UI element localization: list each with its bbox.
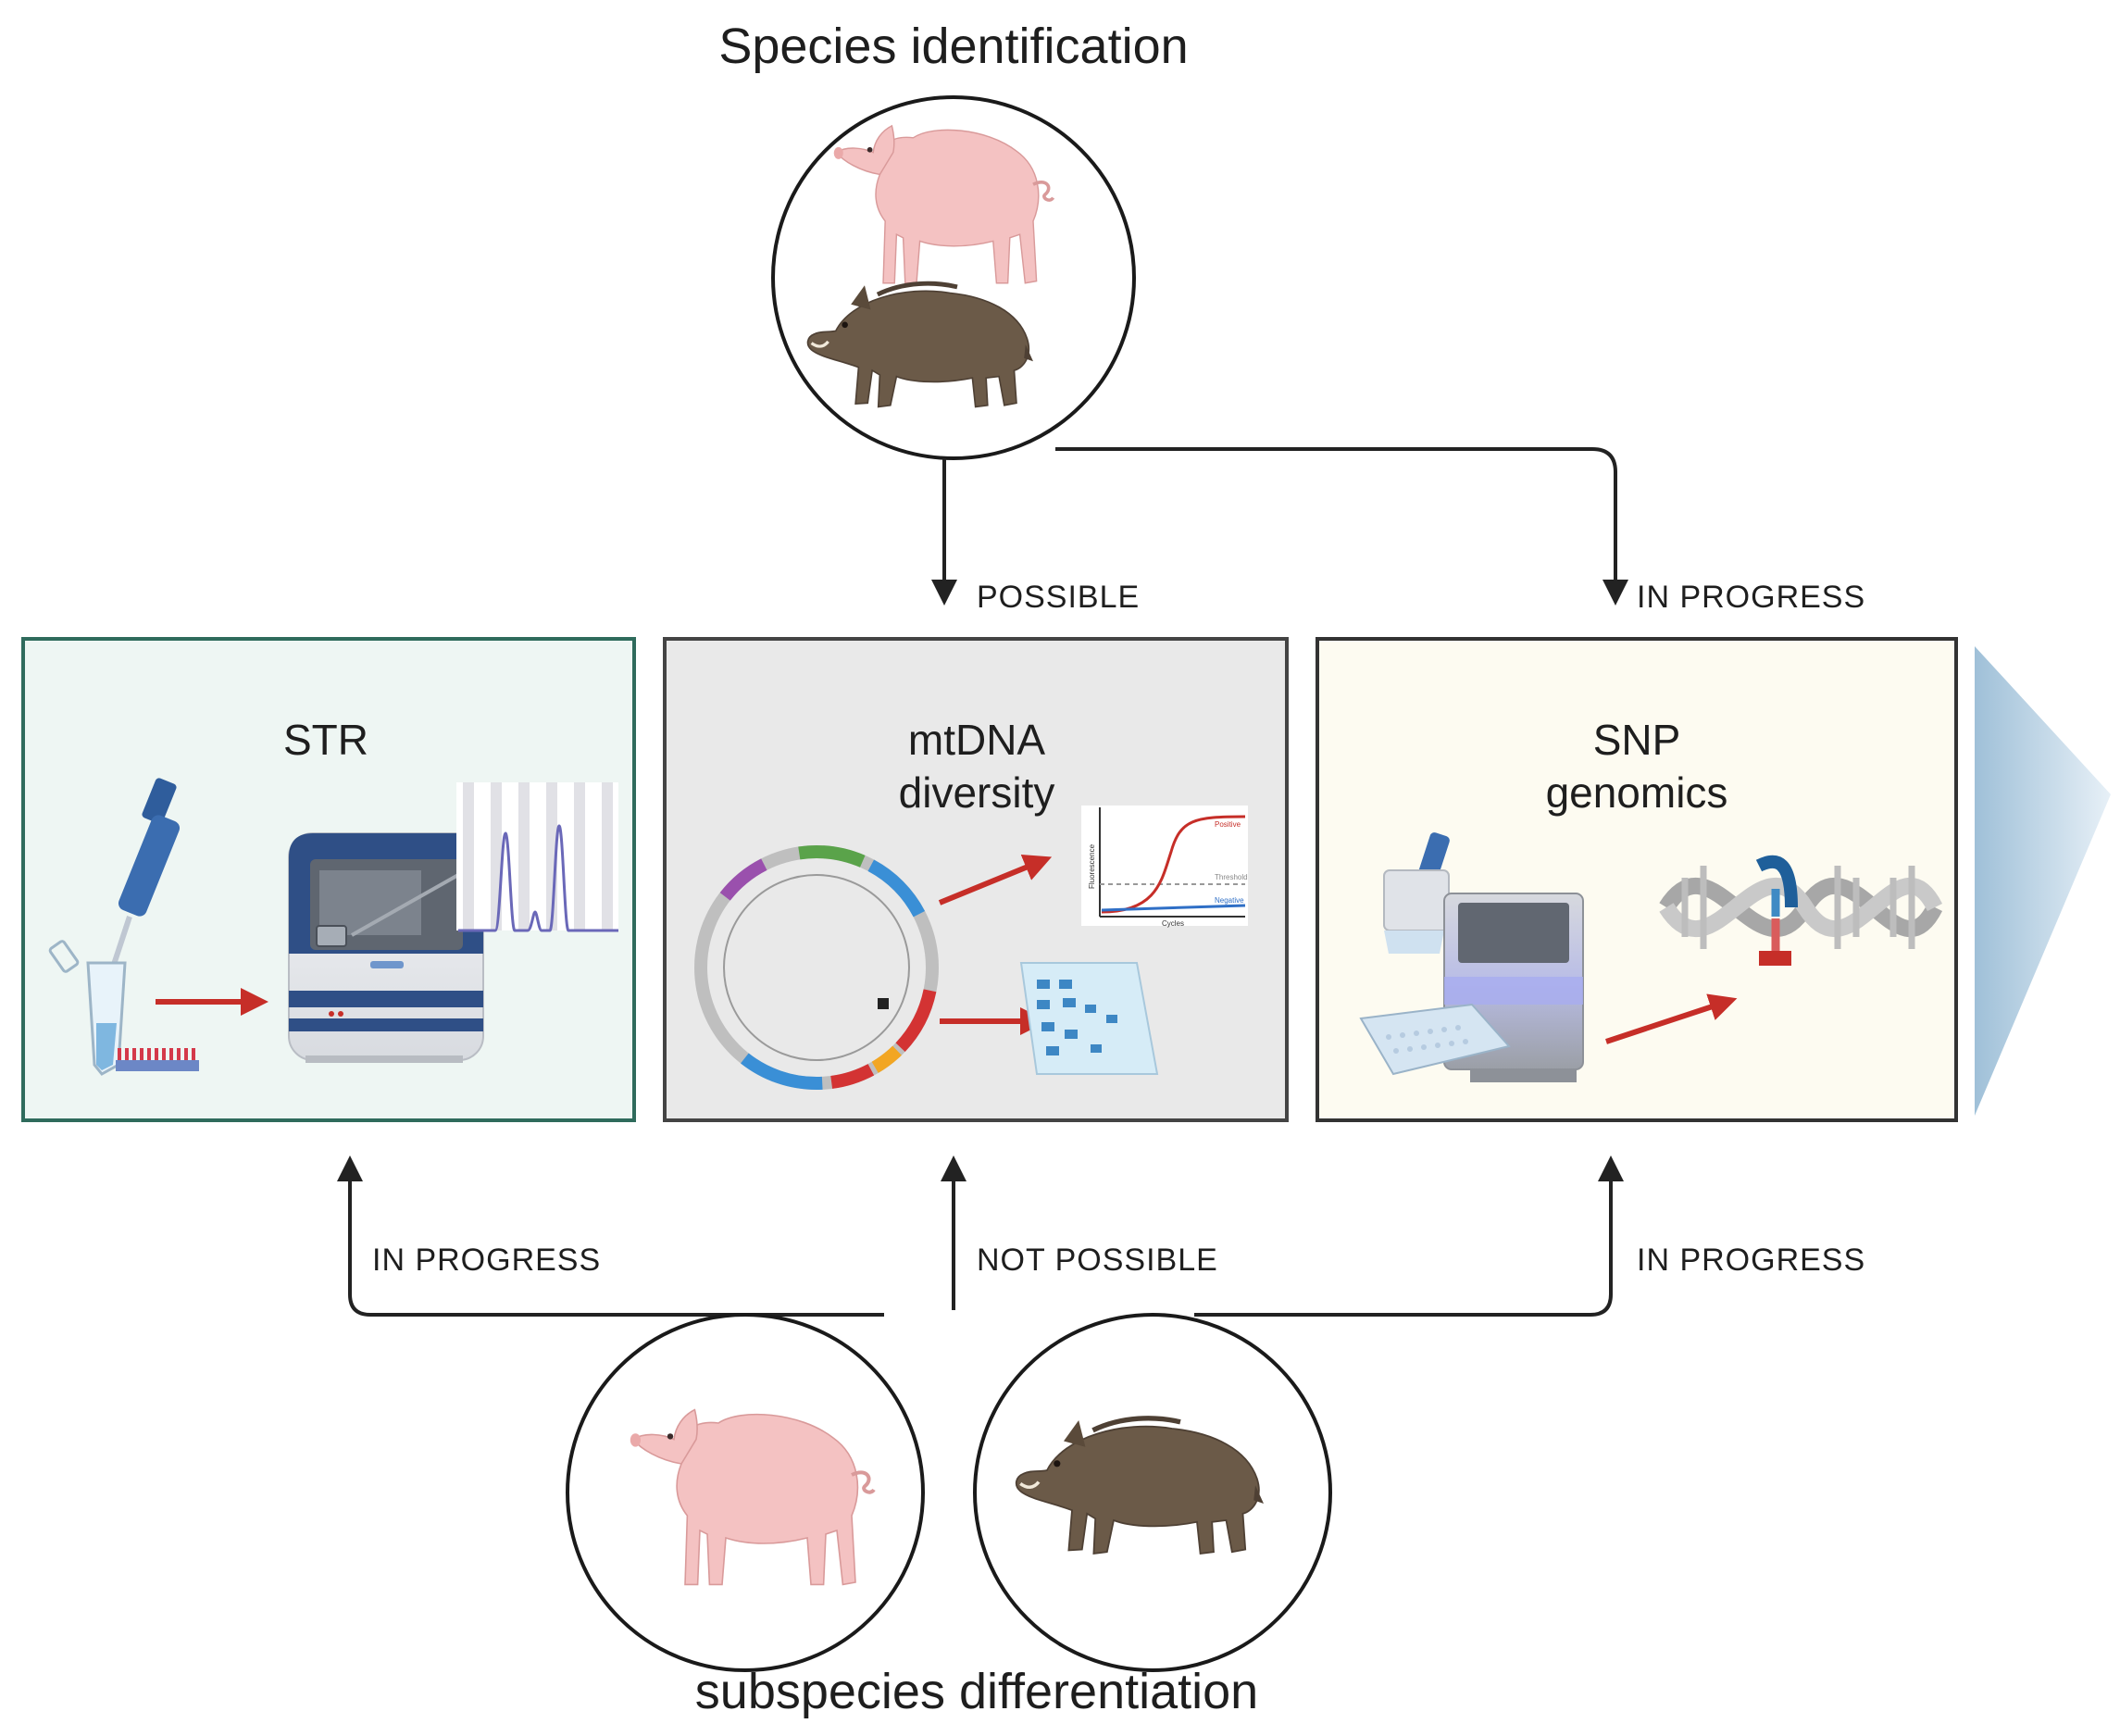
qpcr-label-y-axis: Fluorescence: [1088, 843, 1096, 889]
microarray-icon: [1359, 832, 1584, 1082]
mtdna-red-arrow-upper: [938, 854, 1053, 905]
status-species-mtdna: POSSIBLE: [977, 580, 1140, 615]
qpcr-label-negative: Negative: [1215, 896, 1244, 905]
status-species-snp: IN PROGRESS: [1637, 580, 1865, 615]
str-panel: STR: [21, 637, 636, 1122]
connector-species-to-snp: [1055, 447, 1628, 606]
tube-icon: [48, 940, 199, 1076]
status-subspecies-snp: IN PROGRESS: [1637, 1243, 1865, 1278]
qpcr-label-x-axis: Cycles: [1162, 919, 1184, 928]
panel-title-snp-line2: genomics: [1546, 768, 1728, 817]
qpcr-label-threshold: Threshold: [1215, 873, 1248, 881]
qpcr-label-positive: Positive: [1215, 820, 1241, 829]
gel-icon: [1019, 962, 1159, 1075]
panel-title-mtdna-line1: mtDNA: [908, 716, 1046, 764]
dna-helix-icon: [1659, 855, 1943, 966]
species-identification-heading: Species identification: [718, 19, 1188, 74]
connector-subspecies-to-str: [337, 1155, 884, 1317]
connector-subspecies-to-snp: [1194, 1155, 1624, 1317]
panel-title-snp-line1: SNP: [1593, 716, 1681, 764]
status-subspecies-str: IN PROGRESS: [372, 1243, 601, 1278]
mtdna-circle-icon: [694, 845, 939, 1090]
panel-title-mtdna-line2: diversity: [899, 768, 1055, 817]
electropherogram-icon: [456, 782, 618, 932]
sequencer-icon: [288, 832, 484, 1063]
snp-panel: SNP genomics: [1316, 637, 1958, 1122]
snp-red-arrow: [1605, 993, 1738, 1044]
qpcr-curve-icon: Positive Threshold Negative Fluorescence…: [1081, 806, 1248, 928]
direction-chevron-icon: [1975, 646, 2111, 1116]
subspecies-differentiation-heading: subspecies differentiation: [695, 1664, 1258, 1719]
panel-title-str: STR: [283, 716, 368, 764]
status-subspecies-mtdna: NOT POSSIBLE: [977, 1243, 1218, 1278]
mtdna-panel: mtDNA diversity Positive Thre: [663, 637, 1289, 1122]
